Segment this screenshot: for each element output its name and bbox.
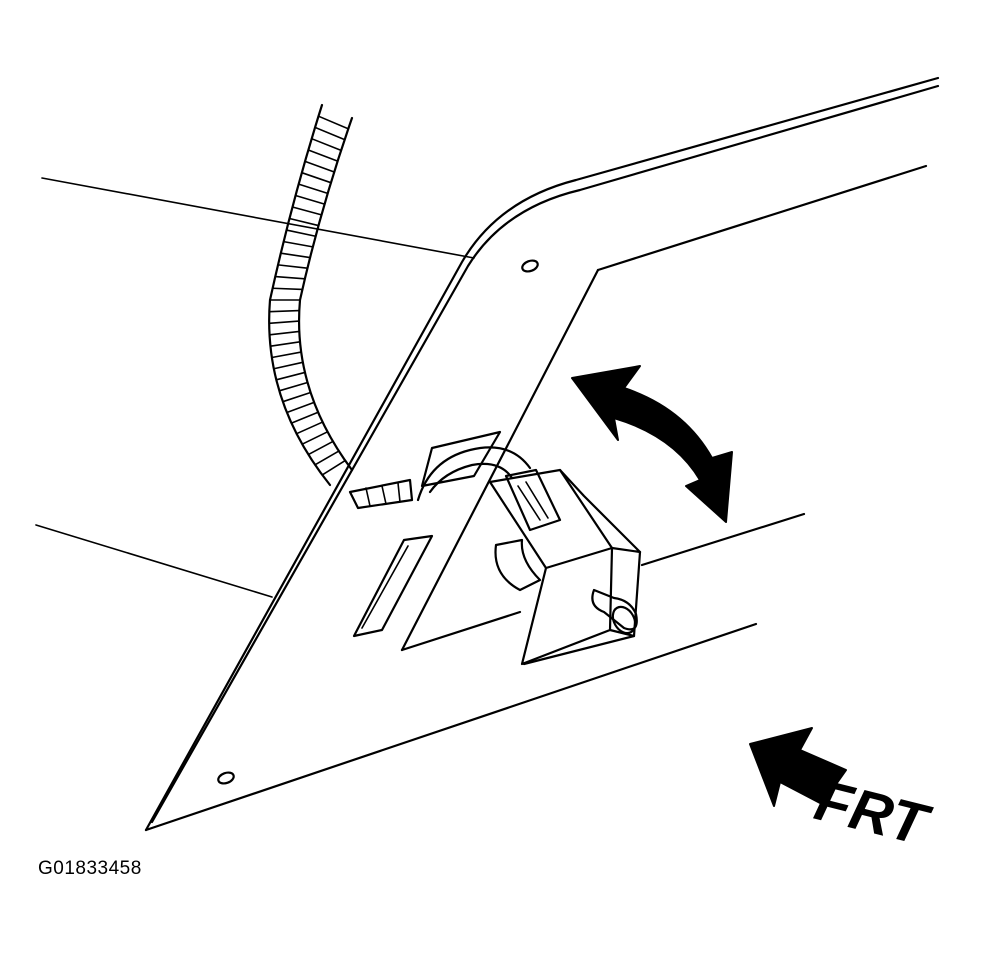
harness-rib [291,206,323,216]
harness-rib [286,401,315,414]
harness-rib [269,340,301,348]
harness-rib [275,371,306,381]
harness-rib [314,126,346,141]
door-jamb-switch [488,468,642,666]
frt-label: FRT [809,768,938,859]
door-frame-panel [144,76,940,832]
harness-rib [271,351,302,359]
front-arrow-icon [749,727,847,807]
harness-rib [277,264,309,269]
harness-rib [268,330,301,336]
harness-rib [282,391,312,403]
harness-rib [310,137,342,152]
double-curved-arrow-icon [571,365,733,523]
harness-rib [279,252,311,259]
harness-rib [297,183,329,195]
harness-rib [301,430,329,445]
harness-rib [290,411,319,424]
harness-rib [314,450,340,466]
harness-rib [307,149,339,162]
harness-rib [271,287,304,291]
harness-rib [282,240,314,248]
harness-rib [268,309,301,313]
harness-rib [294,194,326,205]
figure-code: G01833458 [38,858,142,879]
harness-rib [321,459,346,476]
harness-rib [285,229,317,238]
front-direction-indicator: FRT [749,727,938,859]
harness-rib [274,275,306,280]
harness-rib [278,381,309,392]
harness-rib [317,115,350,130]
harness-rib [295,421,324,435]
harness-rib [307,440,334,456]
harness-rib [288,217,320,227]
harness-rib [273,361,304,370]
harness-rib [304,160,336,173]
background-lines [35,177,475,598]
wiring-harness [268,103,532,510]
harness-rib [301,171,332,184]
harness-rib [268,320,300,325]
